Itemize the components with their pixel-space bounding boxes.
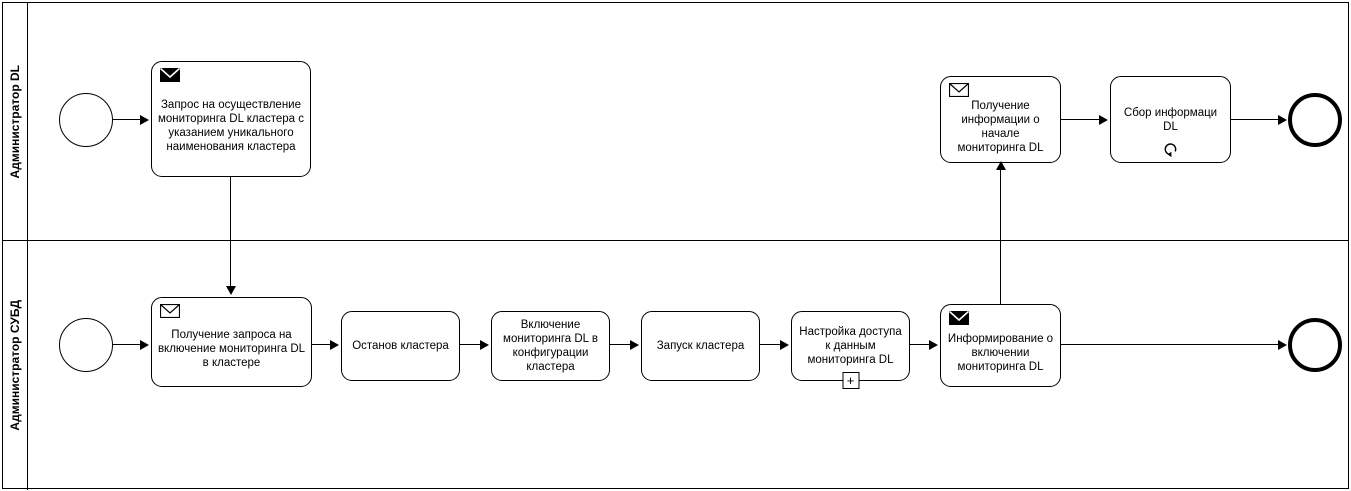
task-label-stop-cluster: Останов кластера [352, 340, 449, 352]
task-receive-start-info[interactable]: Получение информации о начале мониторинг… [940, 76, 1061, 163]
arrowhead-inform-to-receiveinfo [996, 161, 1006, 170]
arrowhead-collect-to-end [1278, 115, 1287, 125]
task-stop-cluster[interactable]: Останов кластера [341, 311, 460, 381]
lane-header-admin-dbms: Администратор СУБД [3, 241, 28, 490]
message-flow-request-to-receive [230, 177, 232, 288]
task-label-receive-start-info: Получение информации о начале мониторинг… [957, 99, 1044, 154]
envelope-filled-icon [949, 311, 969, 325]
sequence-flow-start-to-receiverequest [113, 344, 142, 346]
envelope-filled-icon [160, 68, 180, 82]
lane-header-admin-dl: Администратор DL [3, 3, 28, 240]
task-collect-info[interactable]: Сбор информаци DL [1110, 76, 1231, 163]
sequence-flow-enable-to-startcluster [610, 344, 632, 346]
envelope-outline-icon [160, 304, 180, 318]
task-request-monitoring[interactable]: Запрос на осуществление мониторинга DL к… [151, 61, 311, 177]
sequence-flow-stop-to-enable [460, 344, 482, 346]
arrowhead-stop-to-enable [480, 340, 489, 350]
plus-icon[interactable]: + [842, 372, 859, 389]
start-event-admin-dbms[interactable] [59, 318, 113, 372]
lane-admin-dbms[interactable]: Администратор СУБД [3, 241, 1348, 490]
message-flow-inform-to-receiveinfo [1000, 167, 1002, 304]
task-label-configure-access: Настройка доступа к данным мониторинга D… [799, 326, 902, 366]
sequence-flow-collect-to-end [1231, 119, 1282, 121]
arrowhead-enable-to-startcluster [630, 340, 639, 350]
task-inform-enabled[interactable]: Информирование о включении мониторинга D… [940, 304, 1061, 387]
task-label-request-monitoring: Запрос на осуществление мониторинга DL к… [157, 99, 305, 153]
loop-icon [1162, 141, 1180, 159]
arrowhead-inform-to-end [1278, 340, 1287, 350]
arrowhead-receiverequest-to-stop [330, 340, 339, 350]
sequence-flow-startcluster-to-configure [760, 344, 782, 346]
task-label-enable-monitoring: Включение мониторинга DL в конфигурации … [503, 319, 598, 373]
lane-label-admin-dl: Администратор DL [8, 64, 22, 179]
task-enable-monitoring[interactable]: Включение мониторинга DL в конфигурации … [491, 311, 610, 381]
sequence-flow-receiveinfo-to-collect [1061, 119, 1101, 121]
task-label-inform-enabled: Информирование о включении мониторинга D… [947, 332, 1054, 373]
sequence-flow-configure-to-inform [910, 344, 932, 346]
task-configure-access[interactable]: Настройка доступа к данным мониторинга D… [791, 311, 910, 389]
task-receive-request[interactable]: Получение запроса на включение мониторин… [151, 297, 312, 387]
task-label-receive-request: Получение запроса на включение мониторин… [157, 329, 306, 369]
lane-admin-dl[interactable]: Администратор DL [3, 3, 1348, 241]
arrowhead-start-to-receiverequest [140, 340, 149, 350]
arrowhead-request-to-receive [226, 286, 236, 295]
arrowhead-start-to-request [140, 115, 149, 125]
task-label-start-cluster: Запуск кластера [656, 340, 745, 352]
sequence-flow-start-to-request [113, 119, 142, 121]
arrowhead-receiveinfo-to-collect [1099, 115, 1108, 125]
envelope-outline-icon [949, 83, 969, 97]
sequence-flow-receiverequest-to-stop [312, 344, 332, 346]
end-event-admin-dl[interactable] [1288, 93, 1342, 147]
lane-label-admin-dbms: Администратор СУБД [8, 300, 22, 431]
task-label-collect-info: Сбор информаци DL [1123, 106, 1218, 133]
task-start-cluster[interactable]: Запуск кластера [641, 311, 760, 381]
arrowhead-startcluster-to-configure [780, 340, 789, 350]
sequence-flow-inform-to-end [1061, 344, 1282, 346]
arrowhead-configure-to-inform [929, 340, 938, 350]
end-event-admin-dbms[interactable] [1288, 318, 1342, 372]
start-event-admin-dl[interactable] [59, 93, 113, 147]
